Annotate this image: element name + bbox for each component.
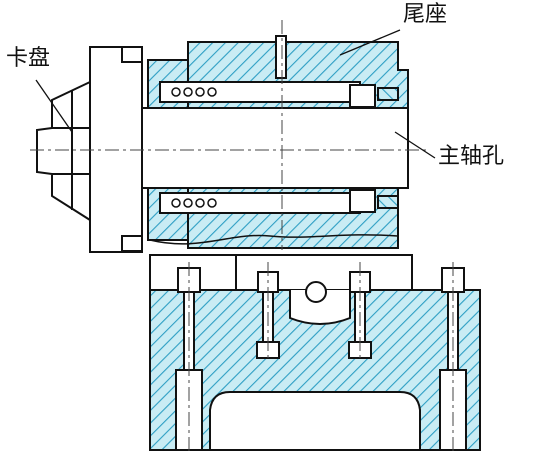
label-tailstock: 尾座 (403, 2, 448, 27)
spindle-bore (141, 107, 409, 189)
locating-pin (305, 281, 327, 303)
leader-tailstock (339, 29, 401, 56)
leader-spindle-bore (394, 131, 436, 159)
base-cavity (209, 391, 421, 451)
spindle-lines (142, 107, 408, 189)
leaders (35, 29, 436, 159)
label-spindle-bore: 主轴孔 (438, 144, 505, 169)
chuck-lug-bottom (121, 235, 143, 252)
centerlines (30, 20, 454, 455)
leader-chuck (35, 79, 73, 133)
chuck-lug-top (121, 46, 143, 63)
tailstock (141, 35, 409, 249)
chuck-jaws (36, 80, 91, 222)
label-chuck: 卡盘 (6, 46, 51, 71)
